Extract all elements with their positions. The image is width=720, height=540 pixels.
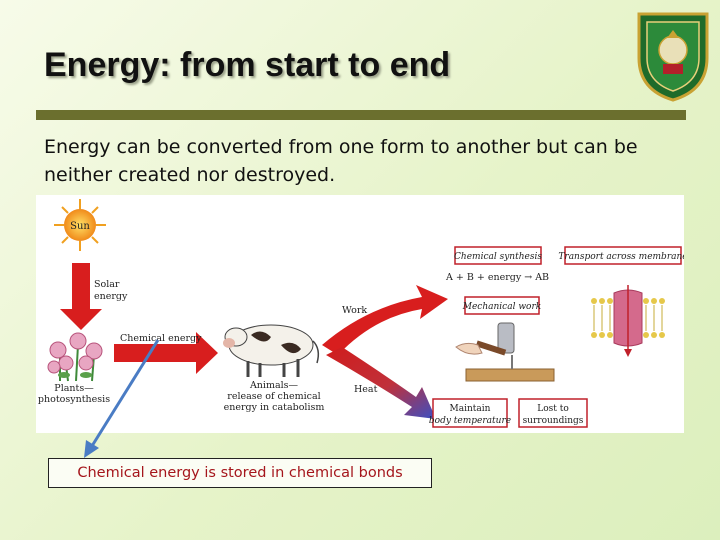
- energy-flow-figure: Sun Solar energy Plants— photosynthesis …: [36, 195, 684, 433]
- solar-label-line1: Solar: [94, 279, 120, 290]
- title-divider: [36, 110, 686, 120]
- lost-surroundings-box: [518, 398, 588, 428]
- slide-title: Energy: from start to end: [44, 46, 451, 84]
- work-label: Work: [342, 305, 367, 316]
- animals-label-line2: release of chemical: [227, 391, 320, 402]
- maintain-label-line1: Maintain: [450, 404, 491, 414]
- heat-label: Heat: [354, 384, 378, 395]
- intro-text: Energy can be converted from one form to…: [44, 136, 638, 186]
- transport-box: [564, 246, 682, 265]
- lost-label-line1: Lost to: [537, 404, 569, 414]
- university-logo: [637, 12, 709, 102]
- animals-label-line1: Animals—: [249, 380, 299, 391]
- transport-label: Transport across membrane: [558, 252, 684, 262]
- sun-icon: [54, 199, 106, 251]
- chemical-energy-label: Chemical energy: [120, 333, 202, 344]
- solar-label-line2: energy: [94, 291, 128, 302]
- mechanical-work-box: [464, 296, 540, 315]
- plants-icon: [47, 332, 103, 382]
- chemical-synthesis-label: Chemical synthesis: [454, 252, 542, 262]
- plants-label-line2: photosynthesis: [38, 394, 110, 405]
- sun-label: Sun: [70, 221, 90, 232]
- hammer-nail-icon: [455, 322, 555, 382]
- cow-icon: [223, 324, 320, 377]
- mechanical-work-label: Mechanical work: [462, 302, 541, 312]
- plants-label-line1: Plants—: [54, 383, 94, 394]
- membrane-transport-icon: [591, 285, 665, 357]
- synthesis-equation: A + B + energy → AB: [445, 272, 549, 283]
- work-arrow: [322, 285, 448, 355]
- chemical-energy-arrow: [114, 332, 218, 374]
- maintain-label-line2: body temperature: [429, 416, 511, 426]
- maintain-temperature-box: [432, 398, 508, 428]
- animals-label-line3: energy in catabolism: [224, 402, 325, 413]
- solar-arrow: [60, 263, 102, 330]
- caption-box: Chemical energy is stored in chemical bo…: [48, 458, 432, 488]
- heat-arrow: [326, 347, 436, 419]
- chemical-synthesis-box: [454, 246, 542, 265]
- lost-label-line2: surroundings: [523, 416, 584, 426]
